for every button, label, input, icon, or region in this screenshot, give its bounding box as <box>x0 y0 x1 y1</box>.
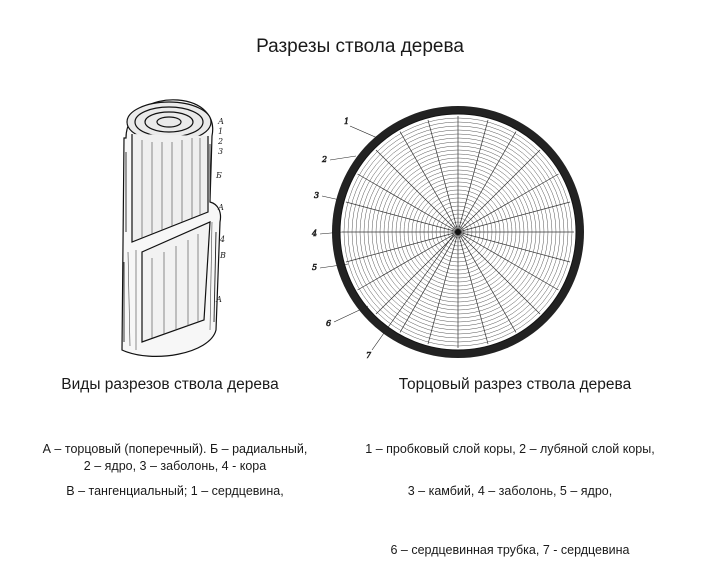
left-legend-line: А – торцовый (поперечный). Б – радиальны… <box>42 442 308 456</box>
left-legend-line: 2 – ядро, 3 – заболонь, 4 - кора <box>83 459 267 473</box>
label-4: 4 <box>311 229 317 238</box>
label-3: 3 <box>218 147 223 156</box>
label-2: 2 <box>217 137 223 146</box>
right-figure-labels: 1 2 3 4 5 6 7 <box>311 117 455 360</box>
left-figure-labels: А 1 2 3 Б А 4 В А <box>215 117 226 304</box>
medullary-ray <box>375 149 459 233</box>
label-2: 2 <box>321 155 327 164</box>
medullary-ray <box>399 131 459 233</box>
bark-texture <box>123 144 217 342</box>
left-figure-caption: Виды разрезов ствола дерева <box>61 376 279 393</box>
tree-trunk-cuts-illustration: А 1 2 3 Б А 4 В А <box>121 99 226 357</box>
medullary-ray <box>399 231 459 333</box>
label-b: Б <box>215 171 222 180</box>
pith-center <box>455 229 461 235</box>
right-legend-line: 6 – сердцевинная трубка, 7 - сердцевина <box>390 543 630 557</box>
medullary-ray <box>457 231 571 263</box>
medullary-ray <box>457 231 489 345</box>
medullary-ray <box>345 201 459 233</box>
medullary-ray <box>357 231 459 291</box>
right-legend-line: 3 – камбий, 4 – заболонь, 5 – ядро, <box>407 484 613 498</box>
label-a1: А <box>217 117 224 126</box>
trunk-cross-section-illustration: 1 2 3 4 5 6 7 <box>311 106 584 360</box>
medullary-ray <box>375 231 459 315</box>
medullary-ray <box>427 119 459 233</box>
medullary-ray <box>345 231 459 263</box>
medullary-ray <box>457 231 541 315</box>
medullary-ray <box>457 173 559 233</box>
label-1: 1 <box>344 117 349 126</box>
label-3: 3 <box>314 191 319 200</box>
right-legend-line: 1 – пробковый слой коры, 2 – лубяной сло… <box>365 442 655 456</box>
label-6: 6 <box>326 319 331 328</box>
medullary-ray <box>427 231 459 345</box>
left-legend: А – торцовый (поперечный). Б – радиальны… <box>20 418 330 523</box>
medullary-ray <box>457 201 571 233</box>
medullary-ray <box>457 119 489 233</box>
label-1: 1 <box>218 127 223 136</box>
wood-grain-lines <box>127 138 213 350</box>
medullary-ray <box>357 173 459 233</box>
right-legend: 1 – пробковый слой коры, 2 – лубяной сло… <box>340 418 680 582</box>
page-title: Разрезы ствола дерева <box>256 36 464 57</box>
trunk-outline <box>121 99 222 357</box>
medullary-ray <box>457 149 541 233</box>
medullary-ray <box>457 231 517 333</box>
label-7: 7 <box>366 351 372 360</box>
medullary-ray <box>457 131 517 233</box>
label-v: В <box>219 251 226 260</box>
medullary-rays <box>342 116 574 348</box>
label-5: 5 <box>312 263 317 272</box>
label-a2: А <box>217 203 224 212</box>
medullary-ray <box>457 231 559 291</box>
label-a3: А <box>215 295 222 304</box>
left-legend-line: В – тангенциальный; 1 – сердцевина, <box>66 484 284 498</box>
right-figure-caption: Торцовый разрез ствола дерева <box>398 376 632 393</box>
label-4: 4 <box>219 235 225 244</box>
